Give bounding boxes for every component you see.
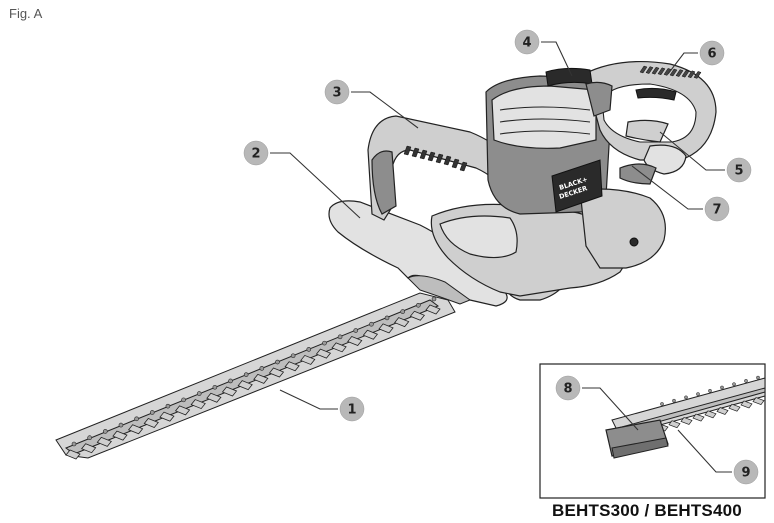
callout-3-badge [324,79,350,105]
callout-7: 7 [631,165,730,222]
callout-6-badge [699,40,725,66]
switch [625,119,669,143]
callout-2-number: 2 [251,147,260,162]
callout-7-badge [704,196,730,222]
callout-9-number: 9 [741,466,750,481]
model-label: BEHTS300 / BEHTS400 [552,501,742,520]
blade-teeth [65,296,441,460]
blade [55,292,456,460]
rear-handle [545,60,717,185]
callout-8-number: 8 [563,382,572,397]
callout-7-leader [631,165,703,210]
callout-1-badge [339,396,365,422]
callout-8-leader [582,387,639,431]
callout-6-leader [667,52,698,75]
callout-5-leader [659,131,725,171]
callout-2: 2 [243,140,361,219]
callout-1: 1 [279,389,365,422]
callout-3-number: 3 [332,86,341,101]
motor-housing: BLACK+ DECKER [430,75,666,297]
callout-4-leader [541,41,573,77]
inset-blade-teeth [656,375,765,432]
callout-2-leader [270,152,361,219]
hand-guard [328,200,508,307]
callout-5: 5 [659,131,752,183]
callout-4: 4 [514,29,573,77]
callout-6: 6 [667,40,725,75]
callout-8-badge [555,375,581,401]
callout-9-badge [733,459,759,485]
callout-3: 3 [324,79,419,129]
callout-6-number: 6 [707,47,716,62]
rear-handle-grip [639,65,702,79]
callout-7-number: 7 [712,203,721,218]
callout-9: 9 [677,429,759,485]
callout-1-leader [279,389,338,410]
callout-9-leader [677,429,732,473]
callout-4-number: 4 [522,36,531,51]
callout-1-number: 1 [347,403,356,418]
callout-3-leader [351,91,419,129]
callout-2-badge [243,140,269,166]
callouts: 1 2 3 4 5 6 7 8 9 [243,29,759,485]
brand-logo: BLACK+ DECKER [551,159,603,213]
callout-4-badge [514,29,540,55]
callout-5-badge [726,157,752,183]
callout-8: 8 [555,375,639,431]
callout-5-number: 5 [734,164,743,179]
figure-label: Fig. A [9,6,43,21]
